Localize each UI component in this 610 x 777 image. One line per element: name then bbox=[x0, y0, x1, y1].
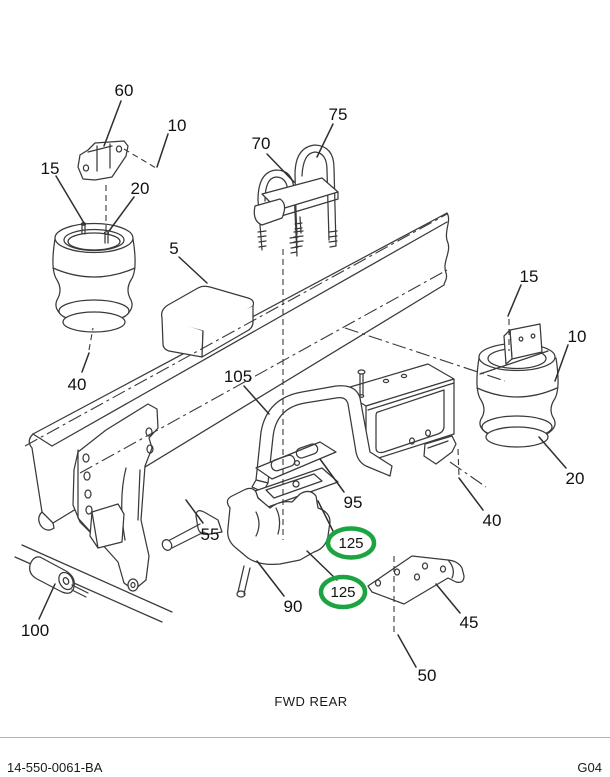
orientation-label: FWD REAR bbox=[274, 694, 348, 709]
lower-mount-step bbox=[423, 435, 457, 465]
diagram-canvas: 60 10 15 20 5 70 75 40 105 55 100 95 90 … bbox=[14, 81, 587, 685]
callout-95[interactable]: 95 bbox=[344, 493, 363, 512]
upper-bracket-right bbox=[503, 323, 543, 365]
highlight-ellipse-upper[interactable] bbox=[325, 526, 377, 560]
bumper-block bbox=[89, 503, 125, 549]
stud bbox=[81, 223, 86, 235]
callout-40-left[interactable]: 40 bbox=[68, 375, 87, 394]
upper-bracket-left bbox=[77, 140, 129, 181]
callout-75[interactable]: 75 bbox=[329, 105, 348, 124]
spacer-block bbox=[161, 285, 255, 358]
valve-rod bbox=[167, 523, 205, 549]
callout-50[interactable]: 50 bbox=[418, 666, 437, 685]
roller-bushing bbox=[29, 556, 89, 598]
callout-20-right[interactable]: 20 bbox=[566, 469, 585, 488]
callout-40-right[interactable]: 40 bbox=[483, 511, 502, 530]
leader-lines bbox=[38, 100, 569, 668]
callout-100[interactable]: 100 bbox=[21, 621, 49, 640]
gasket-plate bbox=[255, 441, 337, 480]
u-bolts bbox=[253, 144, 339, 257]
callout-15-right[interactable]: 15 bbox=[520, 267, 539, 286]
callout-55[interactable]: 55 bbox=[201, 525, 220, 544]
air-spring-right bbox=[476, 323, 559, 448]
callout-10-left[interactable]: 10 bbox=[168, 116, 187, 135]
document-number: 14-550-0061-BA bbox=[7, 760, 103, 775]
phantom-lines bbox=[24, 148, 510, 633]
highlight-circles bbox=[318, 526, 377, 610]
callout-125-upper[interactable]: 125 bbox=[338, 535, 363, 552]
callout-105[interactable]: 105 bbox=[224, 367, 252, 386]
leveling-valve-assembly bbox=[161, 467, 339, 598]
air-spring-left bbox=[52, 222, 136, 333]
highlight-ellipse-lower[interactable] bbox=[318, 574, 368, 610]
callout-70[interactable]: 70 bbox=[252, 134, 271, 153]
callout-45[interactable]: 45 bbox=[460, 613, 479, 632]
flat-bracket bbox=[367, 555, 465, 605]
callout-10-right[interactable]: 10 bbox=[568, 327, 587, 346]
callout-125-lower[interactable]: 125 bbox=[330, 584, 355, 601]
footer-divider bbox=[0, 737, 610, 738]
stud bbox=[104, 232, 109, 244]
page-code: G04 bbox=[577, 760, 602, 775]
hanger-bracket bbox=[72, 403, 159, 592]
stud bbox=[359, 372, 364, 397]
callout-5[interactable]: 5 bbox=[169, 239, 178, 258]
callout-90[interactable]: 90 bbox=[284, 597, 303, 616]
callout-20-left[interactable]: 20 bbox=[131, 179, 150, 198]
valve-stud bbox=[237, 565, 251, 595]
callout-15-left[interactable]: 15 bbox=[41, 159, 60, 178]
callout-60[interactable]: 60 bbox=[115, 81, 134, 100]
